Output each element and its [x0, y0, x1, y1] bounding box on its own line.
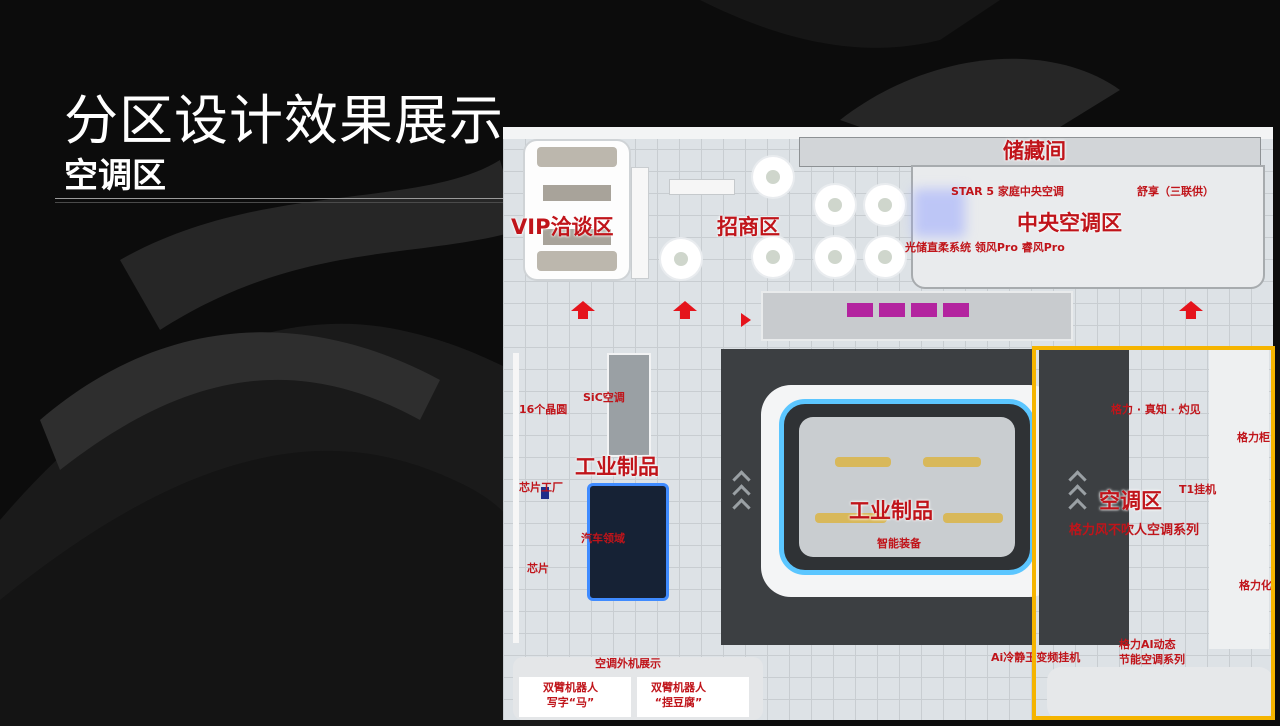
left-wall — [513, 353, 519, 643]
label-t1: T1挂机 — [1179, 483, 1217, 496]
slide-title: 分区设计效果展示 — [64, 89, 504, 152]
label-ai-dynamic: 格力AI动态 节能空调系列 — [1119, 638, 1185, 666]
central-ac-glow — [913, 189, 965, 237]
bottom-right-zone — [1047, 667, 1273, 720]
ac-zone-highlight-frame — [1032, 346, 1275, 720]
label-guangchu: 光储直柔系统 领风Pro 睿风Pro — [905, 241, 1065, 254]
vip-sofa-4 — [537, 251, 617, 271]
vip-sofa-3 — [543, 229, 611, 245]
table — [753, 157, 793, 197]
sic-display — [607, 353, 651, 457]
storage-room — [799, 137, 1261, 167]
floor-plan: 储藏间 VIP洽谈区 招商区 STAR 5 家庭中央空调 舒享（三联供） 中央空… — [503, 127, 1273, 720]
table — [661, 239, 701, 279]
robot-card-2 — [637, 677, 749, 717]
label-auto: 汽车领域 — [581, 532, 625, 545]
screen — [943, 303, 969, 317]
corridor-stand — [761, 291, 1073, 341]
ac-floor — [1039, 349, 1129, 645]
label-gree-edge-2: 格力化 — [1239, 579, 1272, 592]
ac-wall-panel — [1209, 349, 1269, 649]
reception-desk — [669, 179, 735, 195]
robot-arm — [923, 457, 981, 467]
screen — [911, 303, 937, 317]
vip-sofa-1 — [537, 147, 617, 167]
label-investment: 招商区 — [717, 215, 780, 239]
table — [753, 237, 793, 277]
entrance-arrow — [673, 301, 697, 319]
robot-card-1 — [519, 677, 631, 717]
label-robot-ma: 双臂机器人 写字“马” — [543, 681, 598, 709]
table — [815, 185, 855, 225]
entrance-arrow — [1179, 301, 1203, 319]
entrance-arrow-right — [741, 313, 751, 327]
label-star5: STAR 5 家庭中央空调 — [951, 185, 1064, 198]
central-ac-room — [911, 165, 1265, 289]
title-divider-shadow — [55, 202, 503, 203]
vip-sofa-2 — [543, 185, 611, 201]
label-vip: VIP洽谈区 — [511, 215, 614, 239]
robot-arm — [815, 513, 887, 523]
label-wafers: 16个晶圆 — [519, 403, 568, 416]
table — [865, 237, 905, 277]
label-shuxiang: 舒享（三联供） — [1137, 185, 1214, 198]
label-ac-zone: 空调区 — [1099, 489, 1162, 513]
screen — [879, 303, 905, 317]
label-industrial-center: 工业制品 — [849, 499, 933, 523]
slide-subtitle: 空调区 — [64, 156, 166, 196]
label-chip-factory: 芯片工厂 — [519, 481, 563, 494]
label-outdoor: 空调外机展示 — [595, 657, 661, 670]
label-chip: 芯片 — [527, 562, 549, 575]
screen — [847, 303, 873, 317]
label-no-blow: 格力风不吹人空调系列 — [1069, 523, 1200, 538]
label-industrial-left: 工业制品 — [575, 455, 659, 479]
label-central-ac: 中央空调区 — [1017, 211, 1122, 235]
robot-arm — [943, 513, 1003, 523]
label-robot-tofu: 双臂机器人 “捏豆腐” — [651, 681, 706, 709]
table — [865, 185, 905, 225]
auto-display — [587, 483, 669, 601]
top-wall — [503, 127, 1273, 139]
chip-screen — [541, 487, 549, 499]
display-shelf — [631, 167, 649, 279]
label-sic: SiC空调 — [583, 391, 625, 404]
entrance-arrow — [571, 301, 595, 319]
label-storage: 储藏间 — [1003, 139, 1066, 163]
robot-arm — [835, 457, 891, 467]
table — [815, 237, 855, 277]
title-divider — [55, 198, 503, 199]
center-inner — [799, 417, 1015, 557]
label-gree-zhenzhi: 格力 · 真知 · 灼见 — [1111, 403, 1201, 416]
label-smart-equipment: 智能装备 — [877, 537, 921, 550]
label-gree-edge-1: 格力柜 — [1237, 431, 1270, 444]
